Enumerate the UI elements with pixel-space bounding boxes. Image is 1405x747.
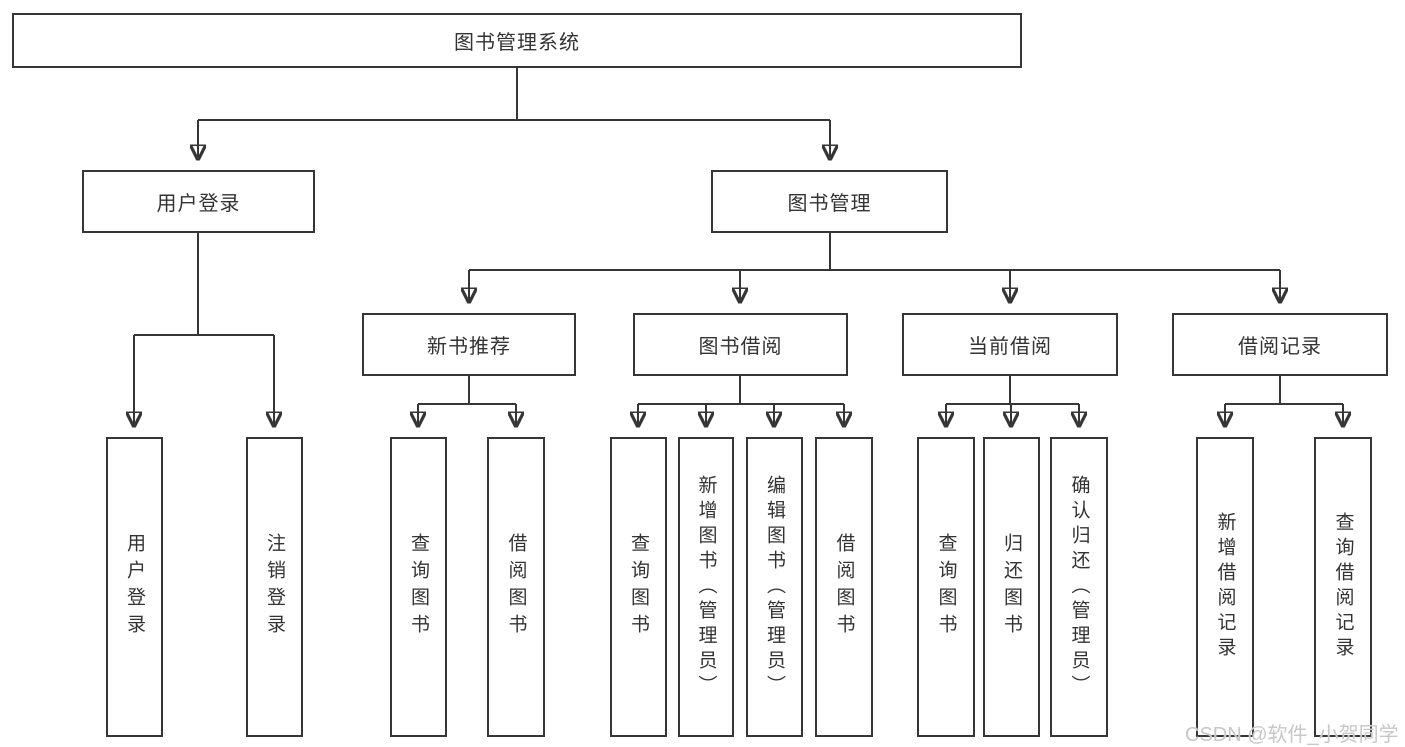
leaf-borrowing-add-books-admin: 新增图书（管理员） (678, 437, 734, 737)
leaf-logout-login-label: 注销登录 (264, 533, 285, 641)
leaf-borrowing-edit-books-admin: 编辑图书（管理员） (746, 437, 803, 737)
node-current-borrowing: 当前借阅 (902, 313, 1118, 376)
leaf-borrowing-edit-books-admin-label: 编辑图书（管理员） (764, 474, 785, 700)
leaf-user-login: 用户登录 (106, 437, 163, 737)
node-current-borrowing-label: 当前借阅 (968, 336, 1052, 358)
leaf-borrowing-query-books: 查询图书 (610, 437, 667, 737)
node-new-book-recommend-label: 新书推荐 (427, 336, 511, 358)
csdn-watermark: CSDN @软件_小贺同学 (1185, 724, 1399, 746)
leaf-current-return-books-label: 归还图书 (1001, 533, 1022, 641)
leaf-user-login-label: 用户登录 (124, 533, 145, 641)
node-borrow-records-label: 借阅记录 (1238, 336, 1322, 358)
node-book-borrowing: 图书借阅 (633, 313, 848, 376)
node-borrow-records: 借阅记录 (1172, 313, 1388, 376)
leaf-logout-login: 注销登录 (246, 437, 303, 737)
leaf-recommend-query-books: 查询图书 (390, 437, 447, 737)
leaf-current-query-books-label: 查询图书 (935, 533, 957, 641)
node-book-management: 图书管理 (711, 170, 948, 233)
leaf-records-query-record: 查询借阅记录 (1314, 437, 1372, 737)
node-new-book-recommend: 新书推荐 (362, 313, 576, 376)
leaf-recommend-borrow-books-label: 借阅图书 (505, 533, 527, 641)
leaf-current-query-books: 查询图书 (917, 437, 975, 737)
node-book-borrowing-label: 图书借阅 (698, 336, 783, 358)
node-library-system: 图书管理系统 (12, 13, 1022, 68)
node-user-login: 用户登录 (82, 170, 315, 233)
node-book-management-label: 图书管理 (787, 193, 872, 215)
leaf-current-confirm-return-admin: 确认归还（管理员） (1050, 437, 1108, 737)
leaf-borrowing-add-books-admin-label: 新增图书（管理员） (695, 474, 717, 700)
leaf-records-query-record-label: 查询借阅记录 (1332, 512, 1354, 662)
leaf-recommend-query-books-label: 查询图书 (408, 533, 429, 641)
leaf-borrowing-borrow-books-label: 借阅图书 (833, 533, 855, 641)
leaf-recommend-borrow-books: 借阅图书 (487, 437, 545, 737)
leaf-current-confirm-return-admin-label: 确认归还（管理员） (1068, 474, 1090, 700)
leaf-current-return-books: 归还图书 (983, 437, 1040, 737)
leaf-borrowing-borrow-books: 借阅图书 (815, 437, 873, 737)
leaf-borrowing-query-books-label: 查询图书 (628, 533, 649, 641)
leaf-records-add-record-label: 新增借阅记录 (1214, 512, 1236, 662)
node-user-login-label: 用户登录 (156, 193, 241, 215)
node-library-system-label: 图书管理系统 (454, 32, 580, 54)
leaf-records-add-record: 新增借阅记录 (1196, 437, 1254, 737)
